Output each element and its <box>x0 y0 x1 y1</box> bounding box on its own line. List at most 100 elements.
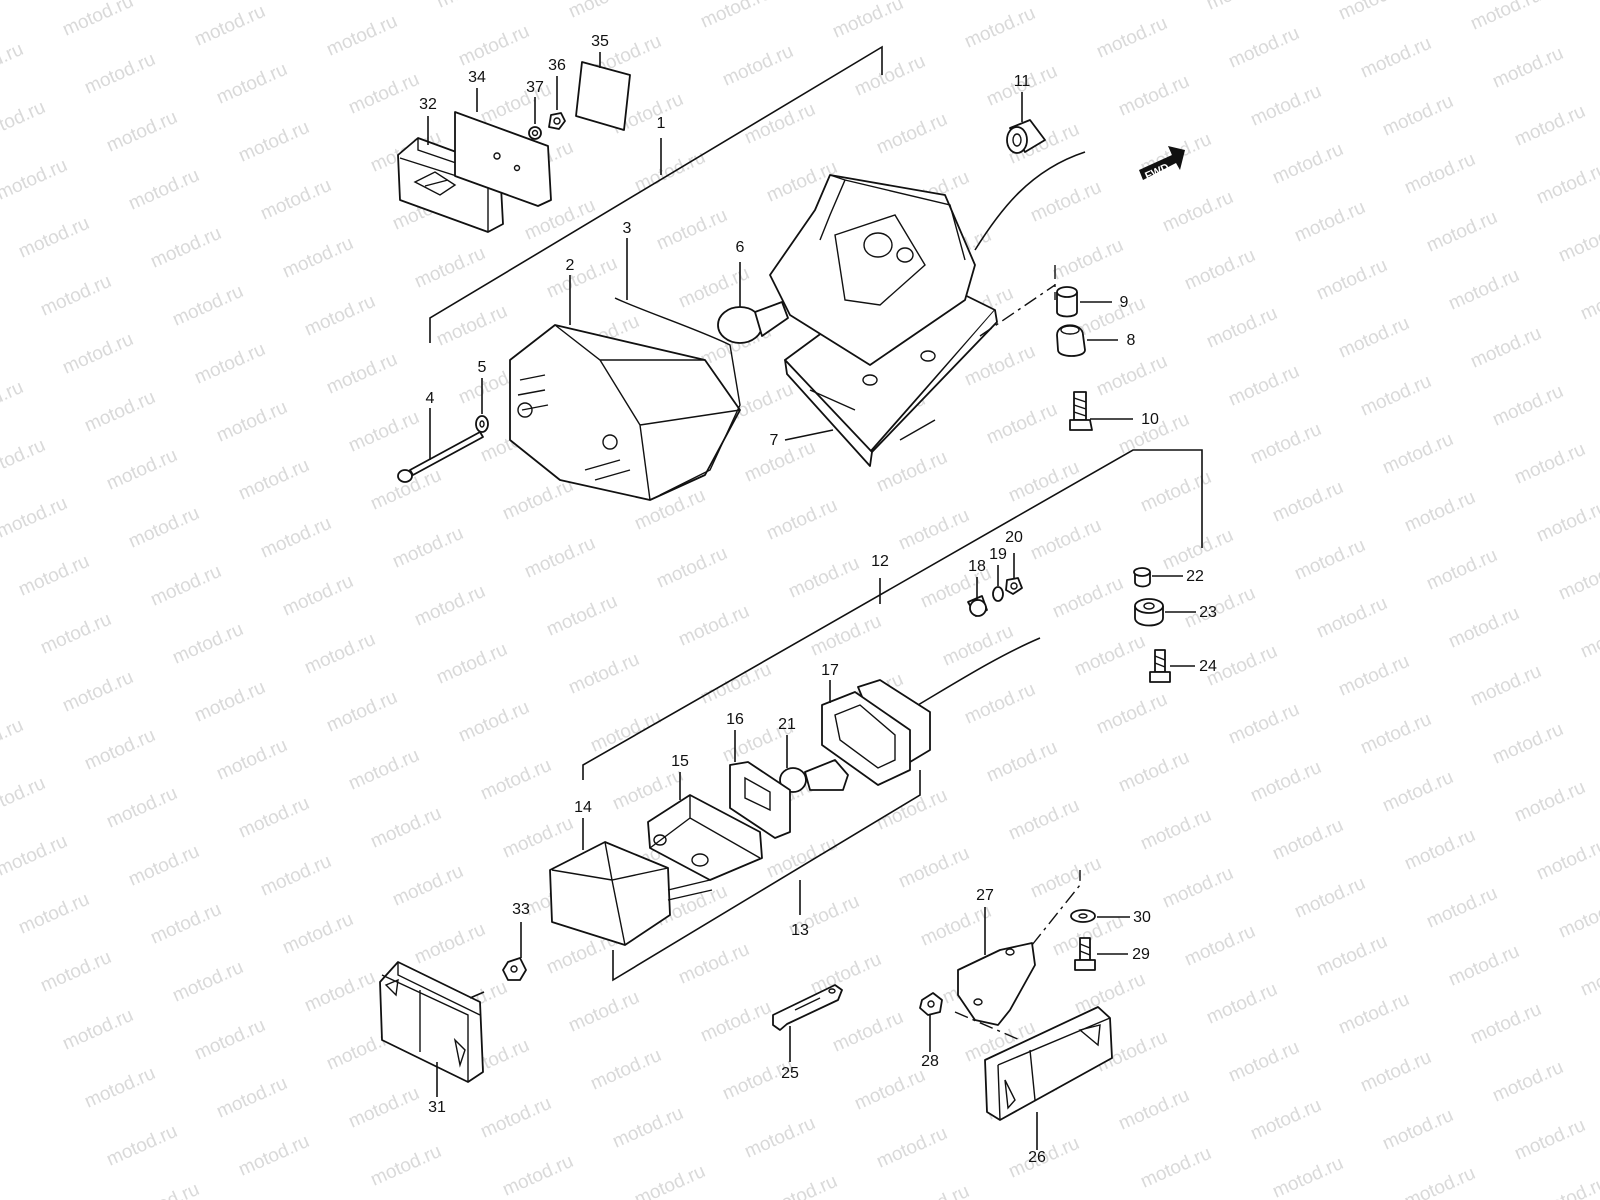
watermark-text: motod.ru <box>1247 81 1324 131</box>
assembly-bracket-12 <box>582 449 1203 780</box>
part-9-spacer <box>1056 286 1078 318</box>
watermark-text: motod.ru <box>895 505 972 555</box>
part-16-gasket <box>729 761 791 839</box>
watermark-text: motod.ru <box>191 677 268 727</box>
watermark-text: motod.ru <box>367 803 444 853</box>
watermark-text: motod.ru <box>323 687 400 737</box>
part-labels: 1234567891011121314151617181920212223242… <box>419 33 1217 1166</box>
watermark-text: motod.ru <box>1401 149 1478 199</box>
watermark-text: motod.ru <box>147 223 224 273</box>
watermark-text: motod.ru <box>147 561 224 611</box>
watermark-text: motod.ru <box>543 591 620 641</box>
watermark-text: motod.ru <box>1511 439 1588 489</box>
watermark-text: motod.ru <box>1357 371 1434 421</box>
watermark-text: motod.ru <box>235 117 312 167</box>
part-label-29: 29 <box>1132 946 1150 963</box>
watermark-text: motod.ru <box>1115 1085 1192 1135</box>
watermark-text: motod.ru <box>345 1083 422 1133</box>
part-label-5: 5 <box>478 359 487 376</box>
watermark-text: motod.ru <box>81 1063 158 1113</box>
part-29-screw <box>1074 937 1096 971</box>
watermark-text: motod.ru <box>389 523 466 573</box>
watermark-text: motod.ru <box>345 407 422 457</box>
part-5-washer <box>475 415 489 433</box>
watermark-text: motod.ru <box>917 901 994 951</box>
watermark-text: motod.ru <box>1555 555 1600 605</box>
watermark-text: motod.ru <box>0 377 27 427</box>
watermark-text: motod.ru <box>1005 795 1082 845</box>
watermark-text: motod.ru <box>213 1073 290 1123</box>
watermark-text: motod.ru <box>279 571 356 621</box>
watermark-text: motod.ru <box>1467 323 1544 373</box>
watermark-text: motod.ru <box>103 445 180 495</box>
watermark-text: motod.ru <box>1555 893 1600 943</box>
watermark-text: motod.ru <box>81 387 158 437</box>
watermark-text: motod.ru <box>807 611 884 661</box>
watermark-text: motod.ru <box>1401 1163 1478 1200</box>
watermark-text: motod.ru <box>1247 419 1324 469</box>
part-7-housing <box>769 151 1086 467</box>
watermark-text: motod.ru <box>1335 989 1412 1039</box>
watermark-text: motod.ru <box>1489 1057 1566 1107</box>
watermark-text: motod.ru <box>1379 767 1456 817</box>
watermark-text: motod.ru <box>1027 853 1104 903</box>
watermark-text: motod.ru <box>565 0 642 23</box>
part-label-33: 33 <box>512 901 530 918</box>
leader-7 <box>784 429 834 441</box>
watermark-text: motod.ru <box>1203 0 1280 15</box>
part-33-nut <box>502 957 527 981</box>
part-label-35: 35 <box>591 33 609 50</box>
part-label-23: 23 <box>1199 604 1217 621</box>
watermark-text: motod.ru <box>1159 187 1236 237</box>
part-6-bulb <box>717 301 789 344</box>
watermark-text: motod.ru <box>411 919 488 969</box>
watermark-text: motod.ru <box>1181 245 1258 295</box>
watermark-text: motod.ru <box>1357 1047 1434 1097</box>
watermark-text: motod.ru <box>1291 535 1368 585</box>
watermark-text: motod.ru <box>1137 805 1214 855</box>
watermark-text: motod.ru <box>983 737 1060 787</box>
part-label-32: 32 <box>419 96 437 113</box>
watermark-text: motod.ru <box>257 175 334 225</box>
watermark-text: motod.ru <box>191 1015 268 1065</box>
assembly-bracket-13 <box>612 770 921 982</box>
watermark-text: motod.ru <box>763 495 840 545</box>
part-label-12: 12 <box>871 553 889 570</box>
part-label-6: 6 <box>736 239 745 256</box>
watermark-text: motod.ru <box>0 831 71 881</box>
watermark-text: motod.ru <box>1159 863 1236 913</box>
watermark-text: motod.ru <box>653 205 730 255</box>
part-label-36: 36 <box>548 57 566 74</box>
watermark-text: motod.ru <box>1005 457 1082 507</box>
watermark-text: motod.ru <box>1401 487 1478 537</box>
watermark-text: motod.ru <box>741 437 818 487</box>
part-label-27: 27 <box>976 887 994 904</box>
watermark-text: motod.ru <box>15 889 92 939</box>
watermark-text: motod.ru <box>1027 177 1104 227</box>
watermark-text: motod.ru <box>1181 583 1258 633</box>
watermark-text: motod.ru <box>609 1103 686 1153</box>
watermark-text: motod.ru <box>1445 603 1522 653</box>
part-label-4: 4 <box>426 390 435 407</box>
part-label-7: 7 <box>770 432 779 449</box>
watermark-text: motod.ru <box>1137 1143 1214 1193</box>
watermark-text: motod.ru <box>1533 159 1600 209</box>
part-label-10: 10 <box>1141 411 1159 428</box>
part-label-24: 24 <box>1199 658 1217 675</box>
watermark-text: motod.ru <box>389 861 466 911</box>
part-36-nut <box>548 112 566 130</box>
part-label-1: 1 <box>657 115 666 132</box>
watermark-text: motod.ru <box>1357 709 1434 759</box>
watermark-text: motod.ru <box>477 1093 554 1143</box>
watermark-text: motod.ru <box>653 543 730 593</box>
watermark-text: motod.ru <box>1335 651 1412 701</box>
watermark-text: motod.ru <box>1225 23 1302 73</box>
watermark-text: motod.ru <box>1093 689 1170 739</box>
watermark-text: motod.ru <box>1247 1095 1324 1145</box>
part-label-16: 16 <box>726 711 744 728</box>
watermark-text: motod.ru <box>257 513 334 563</box>
part-8-cushion <box>1056 324 1086 357</box>
watermark-text: motod.ru <box>1225 361 1302 411</box>
watermark-text: motod.ru <box>169 619 246 669</box>
watermark-text: motod.ru <box>81 725 158 775</box>
